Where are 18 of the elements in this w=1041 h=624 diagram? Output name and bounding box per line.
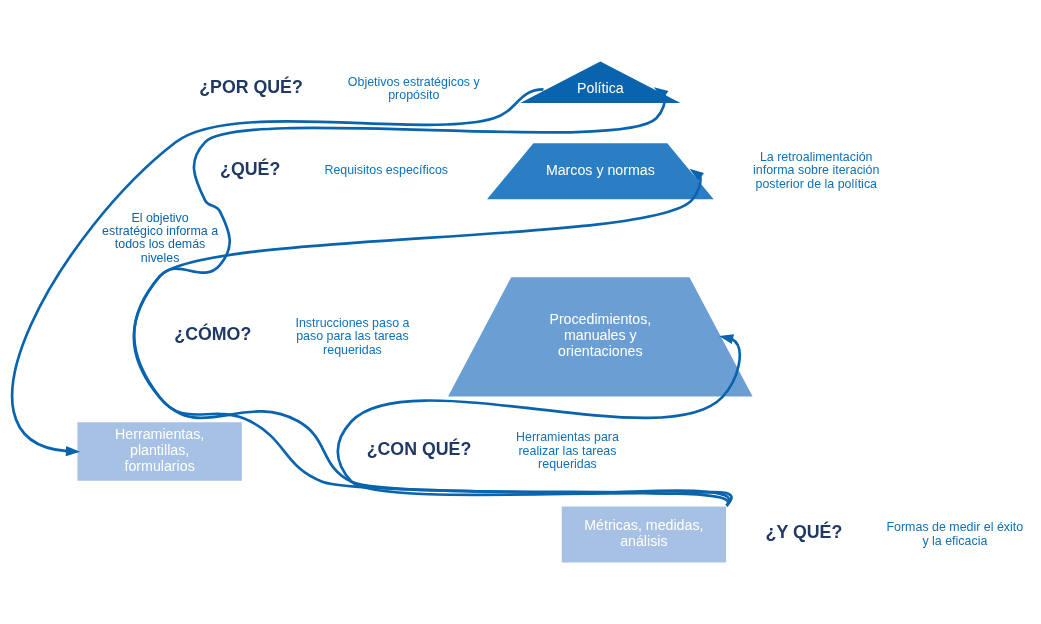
node-box: Herramientas, plantillas, formularios (75, 420, 244, 483)
label: ¿POR QUÉ? (199, 76, 303, 97)
label: La retroalimentación informa sobre iteración posterior de la política (753, 150, 880, 191)
label: Herramientas para realizar las tareas requeridas (516, 430, 619, 472)
edge-label: El objetivo estratégico informa a todos los demás niveles (102, 210, 219, 265)
label: Requisitos específicos (324, 163, 449, 178)
label: Objetivos estratégicos y propósito (347, 75, 480, 103)
label: ¿Y QUÉ? (765, 522, 843, 543)
label: ¿CÓMO? (174, 324, 252, 345)
arrow (336, 334, 741, 507)
label: ¿CON QUÉ? (366, 439, 472, 460)
arrow (11, 88, 544, 457)
label: Formas de medir el éxito y la eficacia (886, 520, 1024, 548)
label: ¿QUÉ? (220, 158, 281, 179)
arrow (132, 87, 730, 506)
node-box: Métricas, medidas, análisis (559, 504, 728, 565)
arrow (132, 168, 728, 506)
label: Instrucciones paso a paso para las tareas requeridas (295, 315, 410, 357)
